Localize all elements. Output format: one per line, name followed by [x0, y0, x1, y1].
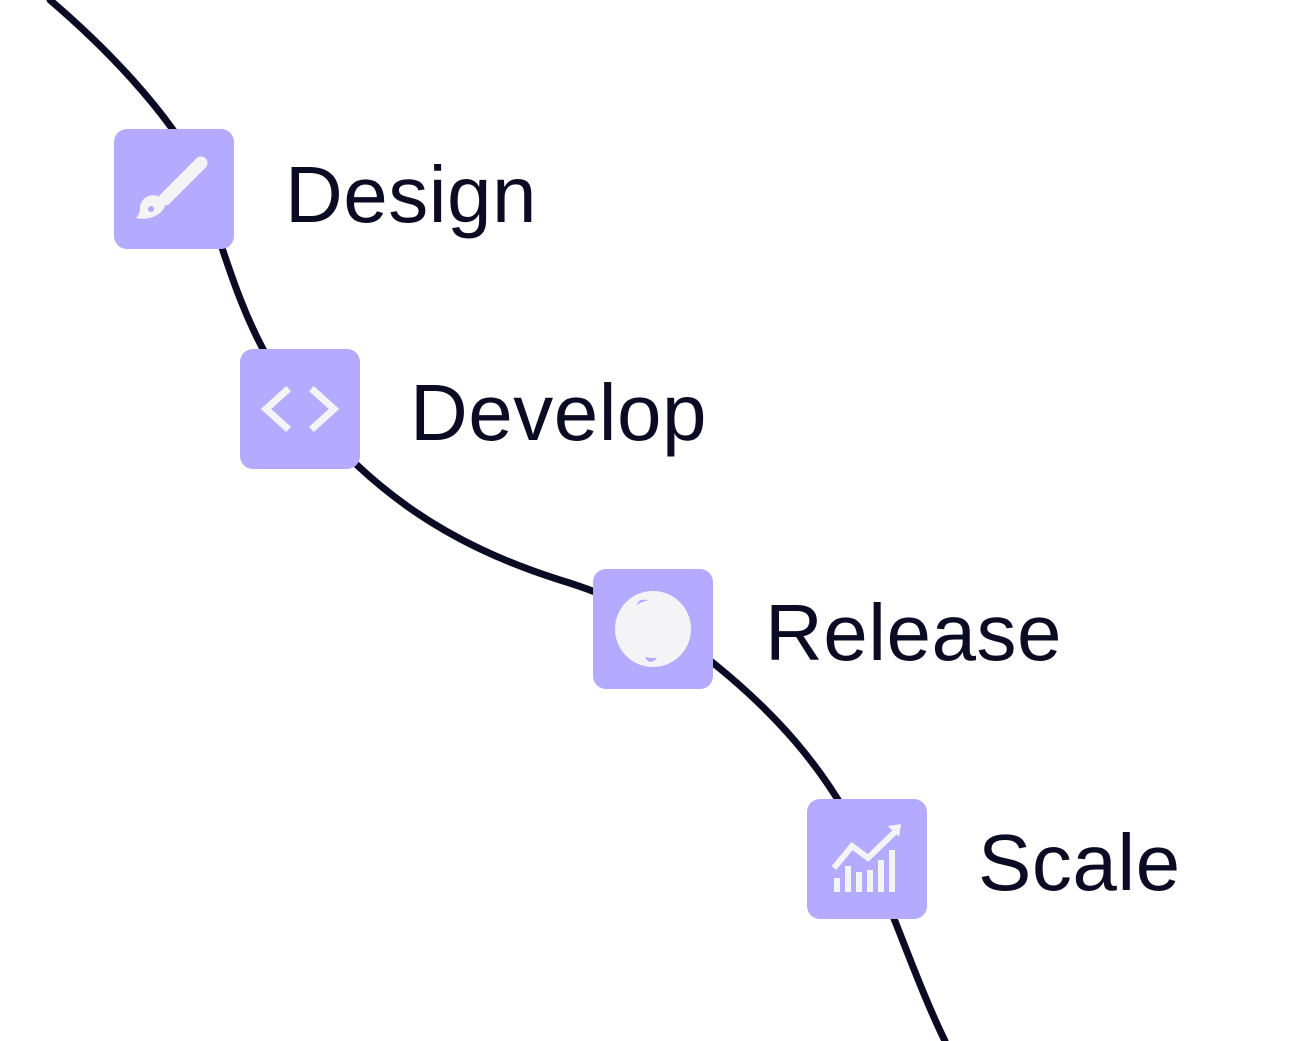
code-brackets-icon: [260, 386, 340, 432]
bar-chart-trend-icon: [831, 824, 901, 892]
step-release: Release: [593, 569, 1062, 689]
step-label-design: Design: [285, 150, 537, 239]
develop-icon-box: [240, 349, 360, 469]
globe-icon: [615, 591, 691, 667]
step-design: Design: [114, 129, 537, 249]
step-label-develop: Develop: [410, 368, 707, 457]
paintbrush-icon: [136, 156, 208, 219]
step-develop: Develop: [240, 349, 707, 469]
step-scale: Scale: [807, 799, 1181, 919]
step-label-release: Release: [765, 588, 1062, 677]
step-label-scale: Scale: [978, 818, 1181, 907]
